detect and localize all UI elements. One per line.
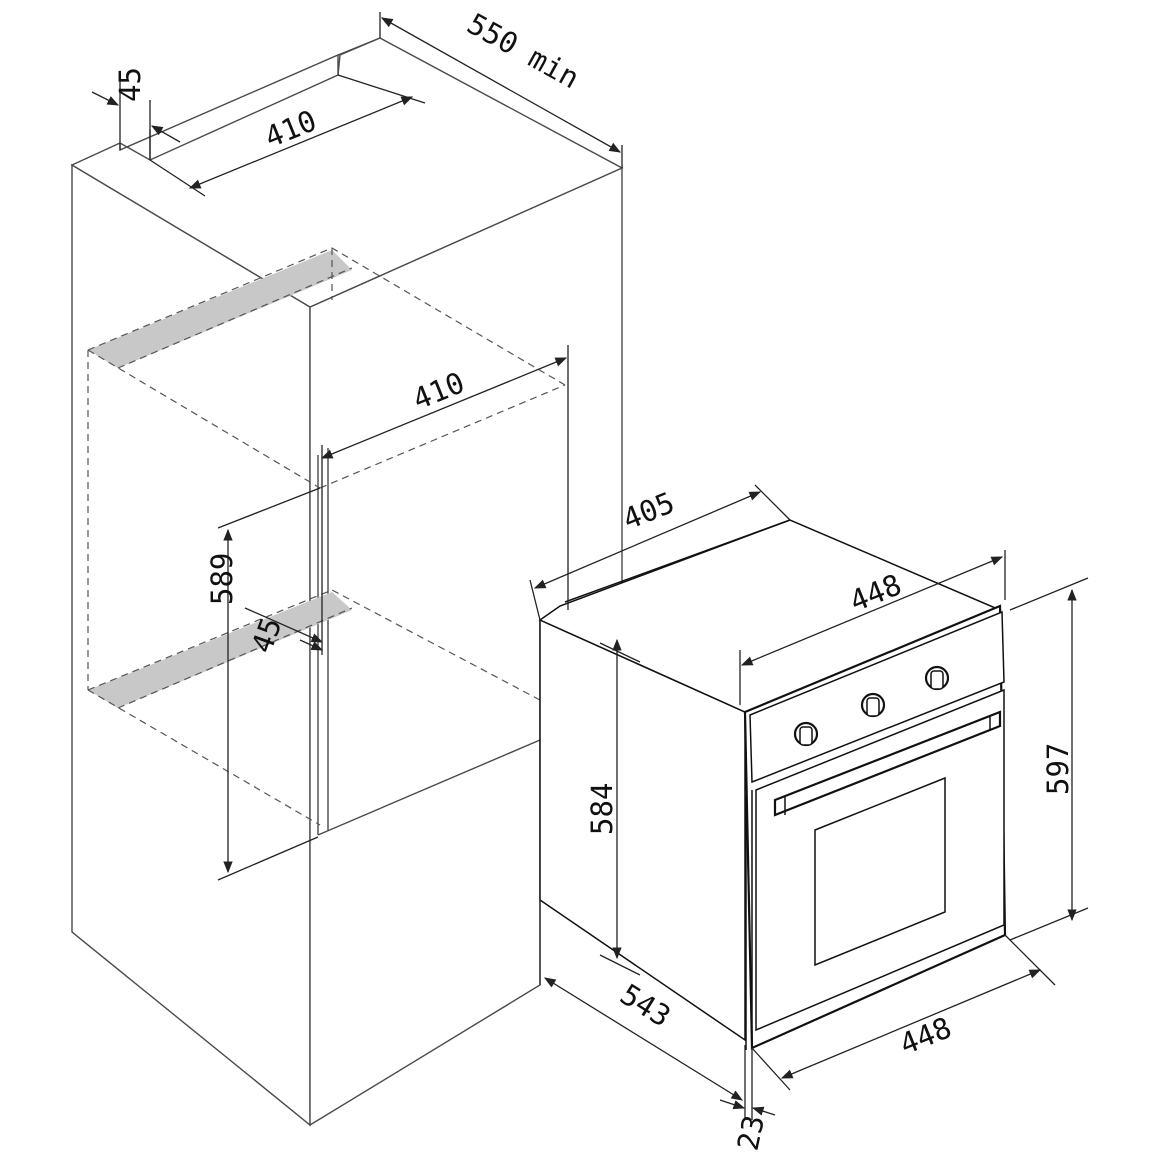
top-vent-band [88, 250, 352, 368]
dim-top-vent-gap: 45 [113, 67, 147, 102]
oven-window [814, 776, 946, 967]
control-knob-right[interactable] [924, 665, 950, 691]
dim-cabinet-depth-top: 550 min [462, 6, 585, 95]
dim-oven-front-thickness: 23 [731, 1112, 772, 1153]
oven-door-handle[interactable] [773, 710, 1002, 817]
bottom-vent-band [88, 592, 352, 708]
dim-cavity-height: 589 [205, 553, 239, 605]
built-in-oven [538, 519, 1007, 1050]
dim-oven-body-height: 584 [585, 783, 619, 835]
control-knob-left[interactable] [793, 721, 819, 747]
vent-bands [88, 250, 352, 708]
dimension-lines [91, 12, 1089, 1120]
dim-oven-top-depth: 405 [618, 485, 679, 536]
control-knob-middle[interactable] [860, 692, 886, 718]
dim-oven-front-height: 597 [1041, 743, 1075, 795]
dim-oven-bottom-width: 448 [895, 1010, 956, 1061]
